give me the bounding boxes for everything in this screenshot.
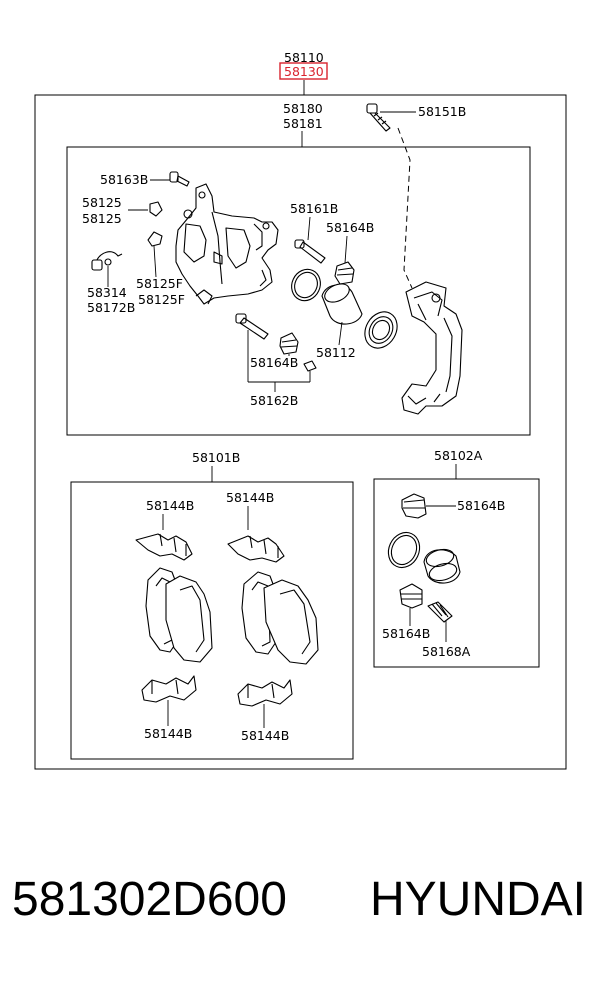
label-boot-top[interactable]: 58164B [326,220,374,235]
cap-part [149,201,163,217]
label-cap-1[interactable]: 58125 [82,195,122,210]
label-caliper-assy-2[interactable]: 58181 [283,116,323,131]
seal-boot-2-part [399,583,423,609]
label-cap-2[interactable]: 58125 [82,211,122,226]
label-seal-boot-2[interactable]: 58164B [382,626,430,641]
highlight-box [279,62,328,80]
label-caliper-assy-1[interactable]: 58180 [283,101,323,116]
label-spring[interactable]: 58168A [422,644,471,659]
label-top-highlight[interactable]: 58130 [284,64,324,79]
clip-lower-left [141,675,197,703]
label-clip-tr[interactable]: 58144B [226,490,274,505]
caliper-body [175,183,279,305]
label-pad-kit[interactable]: 58101B [192,450,240,465]
boot-mid-part [279,332,299,355]
seal-ring-part [291,268,321,302]
leader-guide-pin-top [307,216,311,241]
pad-kit-box [70,481,354,760]
leader-piston [338,321,343,346]
label-seal-kit[interactable]: 58102A [434,448,483,463]
label-clip-tl[interactable]: 58144B [146,498,194,513]
leader-boot-top [344,235,348,264]
clip-upper-right [227,535,285,563]
clip-lower-right [237,679,293,707]
boot-top-part [334,261,355,285]
label-boot-mid[interactable]: 58164B [250,355,298,370]
label-cap-f-1[interactable]: 58125F [136,276,183,291]
bolt-part [366,103,391,132]
brand-caption: HYUNDAI [369,873,586,926]
pad-left-pair [145,567,213,663]
leader-cap-f [153,245,157,278]
dash-bolt-path [397,127,413,289]
label-guide-pin-top[interactable]: 58161B [290,201,338,216]
guide-pin-bottom-part [235,313,269,340]
label-bolt[interactable]: 58151B [418,104,466,119]
label-top-assembly[interactable]: 58110 [284,50,324,65]
caption-bar: 581302D600 HYUNDAI [0,872,600,952]
dust-boot-kit-part [423,548,461,584]
label-bleeder[interactable]: 58163B [100,172,148,187]
sensor-part [91,251,123,271]
guide-pin-top-part [294,239,326,264]
label-clip-bl[interactable]: 58144B [144,726,192,741]
label-cap-f-2[interactable]: 58125F [138,292,185,307]
piston-part [321,283,363,325]
small-pin-part [303,360,317,372]
dust-boot-part [364,311,398,349]
outer-frame [34,94,567,770]
bleeder-part [169,171,190,187]
label-sensor-1[interactable]: 58314 [87,285,127,300]
label-piston[interactable]: 58112 [316,345,356,360]
seal-ring-kit-part [387,531,421,569]
carrier-bracket [401,281,463,415]
part-number-caption: 581302D600 [12,873,287,926]
label-seal-boot-1[interactable]: 58164B [457,498,505,513]
pad-right-pair [241,571,319,665]
seal-boot-1-part [401,493,427,519]
caliper-box [66,146,531,436]
seal-kit-box [373,478,540,668]
spring-part [427,601,453,623]
label-guide-pin-kit[interactable]: 58162B [250,393,298,408]
clip-upper-left [135,533,193,561]
label-clip-br[interactable]: 58144B [241,728,289,743]
label-sensor-2[interactable]: 58172B [87,300,135,315]
cap-f-part [147,231,163,247]
